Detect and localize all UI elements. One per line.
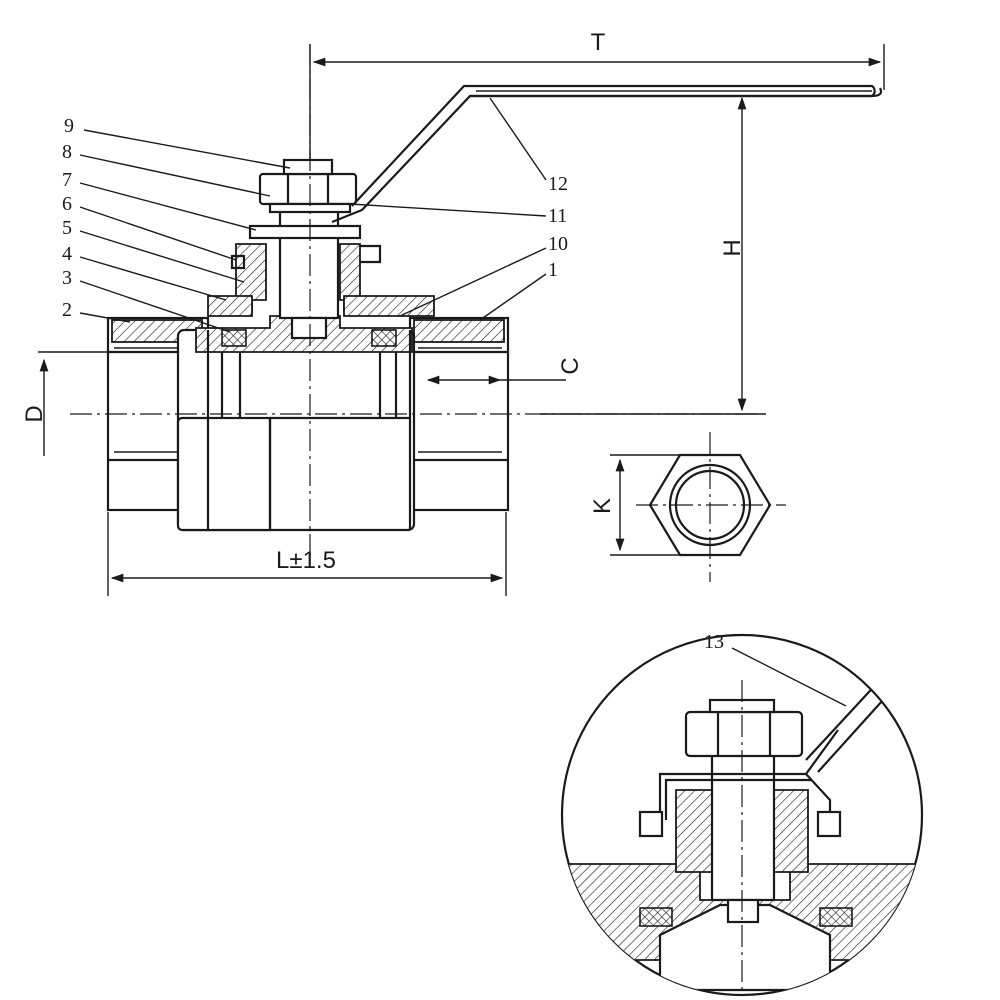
part-label-6: 6 [62,193,72,215]
dimension-D: D [21,351,108,456]
stem-thread-top [282,158,334,176]
lever-handle [331,84,883,224]
detail-view: 13 [560,631,924,997]
part-label-9: 9 [64,115,74,137]
right-seat [371,329,397,347]
part-label-4: 4 [62,243,72,265]
part-label-11: 11 [548,205,567,227]
stem-nut [258,172,358,206]
stem-assembly [207,158,435,340]
part-label-8: 8 [62,141,72,163]
dimension-C-label: C [557,357,584,374]
part-label-13: 13 [704,631,724,653]
dimension-D-label: D [21,405,48,422]
dimension-T: T [309,29,885,160]
handle-base [248,224,362,240]
part-label-12: 12 [548,173,568,195]
detail-circle [560,633,924,997]
part-label-1: 1 [548,259,558,281]
left-seat [221,329,247,347]
part-label-2: 2 [62,299,72,321]
dimension-L-label: L±1.5 [276,547,336,574]
valve-body [106,315,510,532]
part-callouts: 9 8 7 6 5 4 3 2 12 11 10 1 [62,97,568,333]
stem-tang [290,316,328,340]
part-label-10: 10 [548,233,568,255]
dimension-H: H [540,96,766,415]
dimension-L: L±1.5 [107,512,507,596]
dimension-T-label: T [591,29,606,56]
dimension-K-label: K [589,498,616,514]
part-label-7: 7 [62,169,72,191]
dimension-H-label: H [719,239,746,256]
hex-end-view: K [589,432,786,582]
part-label-5: 5 [62,217,72,239]
part-label-3: 3 [62,267,72,289]
dimension-C: C [426,357,584,385]
